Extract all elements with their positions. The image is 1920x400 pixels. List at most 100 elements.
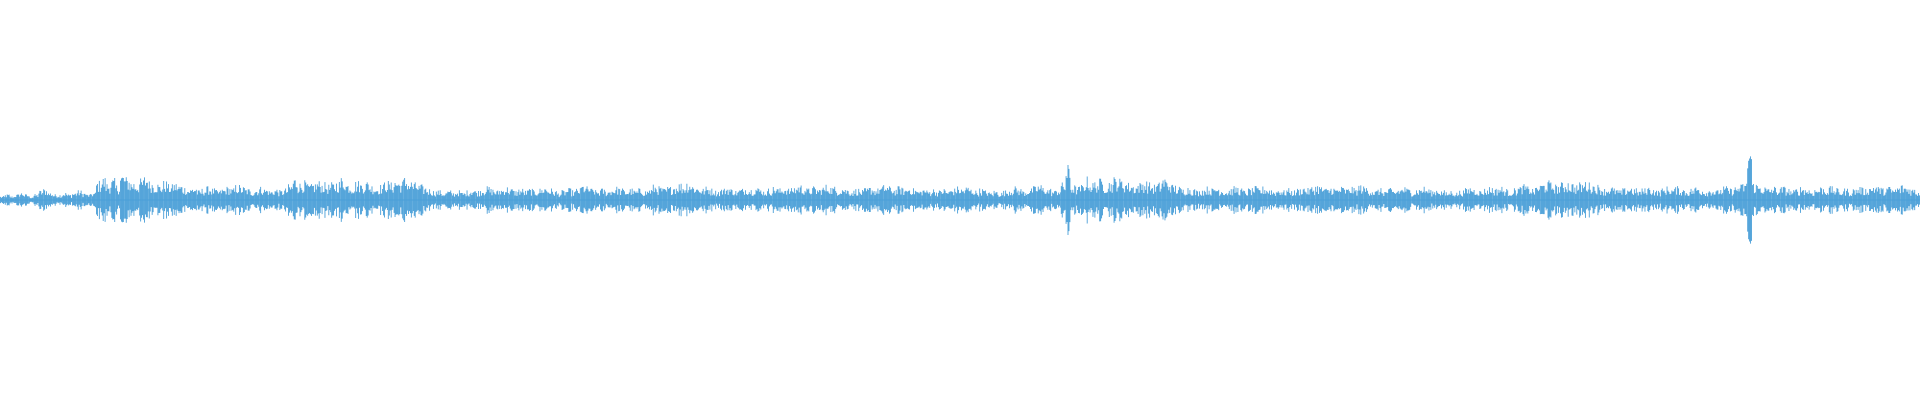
waveform-stroke [1142, 181, 1148, 219]
waveform-segment [729, 189, 735, 211]
waveform-stroke [686, 183, 692, 217]
waveform-segment [609, 191, 615, 209]
waveform-stroke [1728, 188, 1733, 212]
waveform-segment [1555, 184, 1560, 216]
waveform-segment [1852, 189, 1858, 211]
waveform-segment [379, 184, 384, 216]
waveform-stroke [787, 188, 792, 212]
waveform-segment [547, 188, 552, 212]
waveform-segment [1008, 191, 1013, 209]
waveform-segment [859, 190, 864, 210]
waveform-segment [888, 186, 893, 214]
waveform-segment [340, 178, 346, 222]
waveform-segment [1065, 164, 1071, 236]
waveform-stroke [964, 187, 970, 213]
waveform-stroke [100, 178, 106, 222]
waveform-segment [1872, 187, 1877, 213]
waveform-segment [96, 180, 101, 220]
waveform-stroke [1598, 187, 1604, 213]
waveform-segment [1228, 189, 1234, 211]
waveform-stroke [326, 184, 332, 216]
waveform-stroke [398, 181, 404, 219]
waveform-segment [177, 186, 183, 214]
waveform-segment [835, 191, 840, 209]
waveform-segment [979, 188, 984, 212]
waveform-stroke [1660, 188, 1666, 212]
waveform-segment [1075, 186, 1080, 214]
waveform-segment [537, 188, 543, 212]
waveform-segment [1444, 192, 1450, 208]
waveform-stroke [1526, 186, 1532, 214]
waveform-segment [259, 186, 264, 214]
waveform-stroke [1310, 187, 1316, 213]
waveform-segment [1224, 193, 1229, 207]
waveform-stroke [576, 188, 581, 212]
waveform-segment [302, 180, 308, 220]
waveform-stroke [1876, 186, 1882, 214]
waveform-segment [72, 193, 77, 207]
waveform-segment [940, 189, 946, 211]
waveform-segment [460, 192, 466, 208]
waveform-stroke [806, 188, 812, 212]
waveform-segment [1396, 190, 1402, 210]
waveform-stroke [67, 194, 72, 206]
waveform-stroke [249, 191, 255, 209]
waveform-stroke [1372, 191, 1378, 209]
waveform-segment [792, 188, 797, 212]
waveform-stroke [772, 186, 778, 214]
waveform-segment [1627, 188, 1632, 212]
waveform-segment [62, 193, 68, 207]
waveform-segment [14, 194, 20, 206]
waveform-segment [1723, 186, 1728, 214]
waveform-segment [1584, 182, 1589, 218]
waveform-segment [1190, 189, 1196, 211]
waveform-segment [720, 188, 725, 212]
waveform-stroke [624, 191, 629, 209]
waveform-segment [710, 188, 716, 212]
waveform-stroke [1910, 189, 1916, 211]
waveform-segment [758, 189, 764, 211]
waveform-segment [691, 187, 696, 213]
waveform-segment [201, 188, 207, 212]
waveform-stroke [259, 186, 264, 214]
waveform-segment [1204, 186, 1210, 214]
waveform-stroke [825, 184, 831, 216]
waveform-segment [1622, 188, 1628, 212]
waveform-segment [705, 186, 711, 214]
waveform-segment [1550, 182, 1556, 218]
waveform-stroke [72, 193, 77, 207]
waveform-segment [1406, 188, 1412, 212]
waveform-stroke [969, 189, 975, 211]
waveform-stroke [552, 191, 557, 209]
waveform-stroke [158, 187, 164, 213]
waveform-segment [254, 191, 260, 209]
waveform-stroke [369, 186, 375, 214]
waveform-segment [628, 188, 634, 212]
waveform-segment [1569, 184, 1575, 216]
waveform-segment [1776, 188, 1781, 212]
waveform-segment [724, 189, 730, 211]
waveform-stroke [1800, 187, 1805, 213]
waveform-segment [1464, 188, 1469, 212]
waveform-stroke [268, 191, 274, 209]
waveform-segment [873, 188, 879, 212]
waveform-segment [633, 190, 639, 210]
waveform-segment [1339, 186, 1344, 214]
waveform-stroke [1089, 183, 1095, 217]
waveform-segment [307, 184, 312, 216]
waveform-stroke [700, 188, 706, 212]
waveform-segment [518, 188, 524, 212]
waveform-stroke [1267, 190, 1272, 210]
waveform-segment [1512, 188, 1517, 212]
waveform-segment [115, 185, 120, 215]
waveform-segment [897, 186, 903, 214]
waveform-stroke [571, 190, 576, 210]
waveform-stroke [537, 188, 543, 212]
waveform-segment [931, 189, 936, 211]
waveform-segment [1281, 190, 1287, 210]
waveform-segment [739, 188, 744, 212]
waveform-stroke [484, 186, 490, 214]
waveform-stroke [835, 191, 840, 209]
waveform-stroke [1747, 156, 1752, 244]
waveform-segment [1454, 192, 1460, 208]
